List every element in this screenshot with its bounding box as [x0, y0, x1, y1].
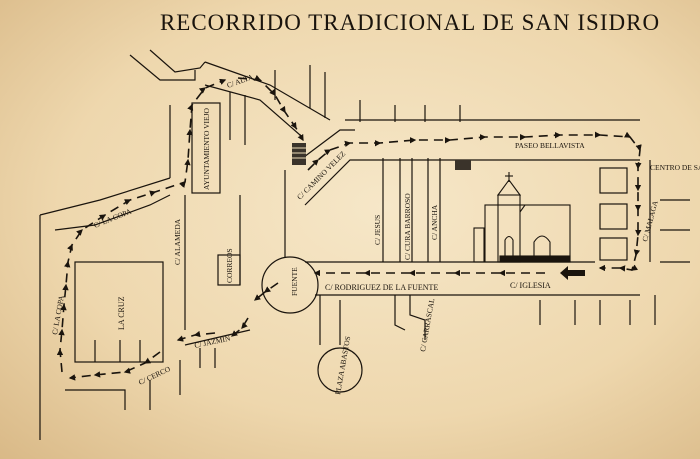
place-plaza-abastos: PLAZA ABASTOS — [333, 335, 352, 395]
map-title: RECORRIDO TRADICIONAL DE SAN ISIDRO — [159, 10, 661, 35]
street-malaga: C/ MALAGA — [640, 199, 660, 242]
place-correos: CORREOS — [225, 248, 234, 283]
church-icon — [473, 172, 571, 263]
street-cura-barroso: C/ CURA BARROSO — [403, 193, 412, 260]
street-carrascal: C/ CARRASCAL — [418, 297, 436, 352]
place-la-cruz: LA CRUZ — [117, 296, 126, 330]
street-cerco: C/ CERCO — [137, 364, 172, 387]
place-centro-salud: CENTRO DE SALUD — [650, 163, 700, 172]
street-rodriguez: C/ RODRIGUEZ DE LA FUENTE — [325, 283, 438, 292]
street-ancha: C/ ANCHA — [430, 204, 439, 240]
street-iglesia: C/ IGLESIA — [510, 281, 551, 290]
place-fuente: FUENTE — [290, 267, 299, 296]
route-arrow-icon — [56, 74, 642, 381]
street-paseo-bellavista: PASEO BELLAVISTA — [515, 141, 585, 150]
start-arrow-icon — [560, 266, 585, 280]
street-alameda: C/ ALAMEDA — [173, 218, 182, 265]
street-jesus: C/ JESUS — [373, 215, 382, 245]
stairs-icon — [292, 143, 471, 170]
place-ayuntamiento: AYUNTAMIENTO VIEJO — [202, 107, 211, 190]
street-jazmin: C/ JAZMIN — [194, 333, 232, 350]
street-la-copa-left: C/ LA COPA — [50, 294, 66, 335]
